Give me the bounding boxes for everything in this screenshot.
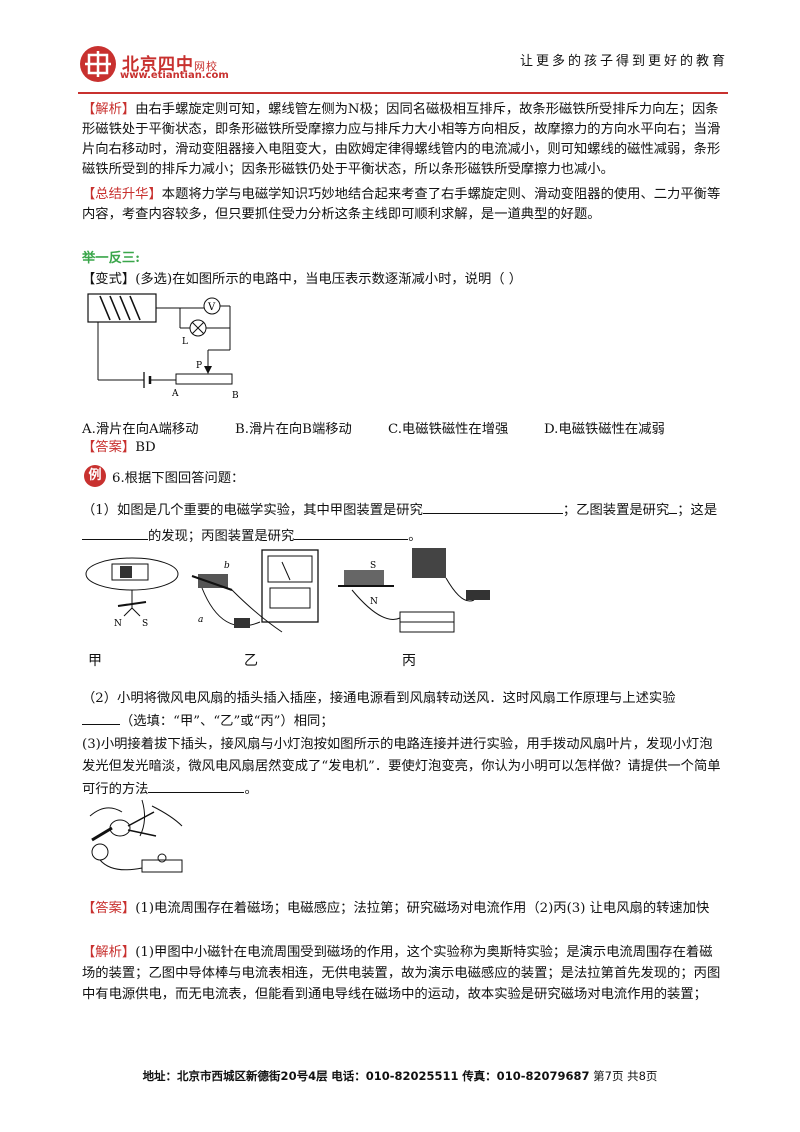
figure-jia-oersted: N S [85,557,179,629]
svg-text:S: S [142,619,148,629]
svg-text:A: A [171,389,179,399]
svg-text:L: L [182,337,188,347]
question-1: （1）如图是几个重要的电磁学实验，其中甲图装置是研究；乙图装置是研究；这是的发现… [82,498,722,550]
svg-text:a: a [198,615,203,625]
voltmeter-symbol: V [207,302,216,313]
svg-text:b: b [224,561,230,571]
svg-text:N: N [114,619,122,629]
logo-url: www.etiantian.com [120,70,229,81]
answer-paragraph-1: 【答案】BD [82,440,156,455]
figure-bing-motor: S N [338,548,490,633]
analysis-paragraph-1: 【解析】由右手螺旋定则可知，螺线管左侧为N极；因同名磁极相互排斥，故条形磁铁所受… [82,102,721,177]
figure-label-yi: 乙 [244,653,258,669]
analysis-paragraph-2: 【解析】(1)甲图中小磁针在电流周围受到磁场的作用，这个实验称为奥斯特实验；是演… [82,945,721,1002]
experiment-figures: N S b a S N [85,548,490,633]
option-a: A.滑片在向A端移动 [82,422,199,437]
figure-label-jia: 甲 [88,653,102,669]
circuit-diagram: V L P A B [87,293,239,401]
page-header: 北京四中网校 www.etiantian.com 让更多的孩子得到更好的教育 [78,42,728,90]
logo-name: 北京四中网校 [122,55,218,75]
figure-label-bing: 丙 [402,653,416,669]
svg-text:B: B [232,391,239,401]
svg-text:P: P [196,361,202,371]
header-slogan: 让更多的孩子得到更好的教育 [519,54,728,69]
svg-text:N: N [370,597,378,607]
question-2: （2）小明将微风电风扇的插头插入插座，接通电源看到风扇转动送风．这时风扇工作原理… [82,691,676,729]
school-logo-icon [80,46,116,82]
option-c: C.电磁铁磁性在增强 [388,422,509,437]
svg-text:S: S [370,561,376,571]
option-d: D.电磁铁磁性在减弱 [544,422,665,437]
answer-paragraph-2: 【答案】(1)电流周围存在着磁场；电磁感应；法拉第；研究磁场对电流作用（2)丙(… [82,901,710,916]
page-footer: 地址：北京市西城区新德街20号4层 电话：010-82025511 传真：010… [142,1069,658,1083]
summary-paragraph: 【总结升华】本题将力学与电磁学知识巧妙地结合起来考查了右手螺旋定则、滑动变阻器的… [82,187,721,222]
example-title: 6.根据下图回答问题： [112,471,245,486]
question-3: (3)小明接着拔下插头，接风扇与小灯泡按如图所示的电路连接并进行实验，用手拨动风… [82,737,721,797]
header-divider [78,92,728,94]
section-title: 举一反三: [82,251,141,266]
option-b: B.滑片在向B端移动 [235,422,352,437]
fan-generator-figure [89,799,183,873]
figure-yi-induction: b a [191,549,319,633]
variant-question: 【变式】(多选)在如图所示的电路中，当电压表示数逐渐减小时，说明（ ） [82,272,523,287]
example-badge: 例 [84,465,106,487]
